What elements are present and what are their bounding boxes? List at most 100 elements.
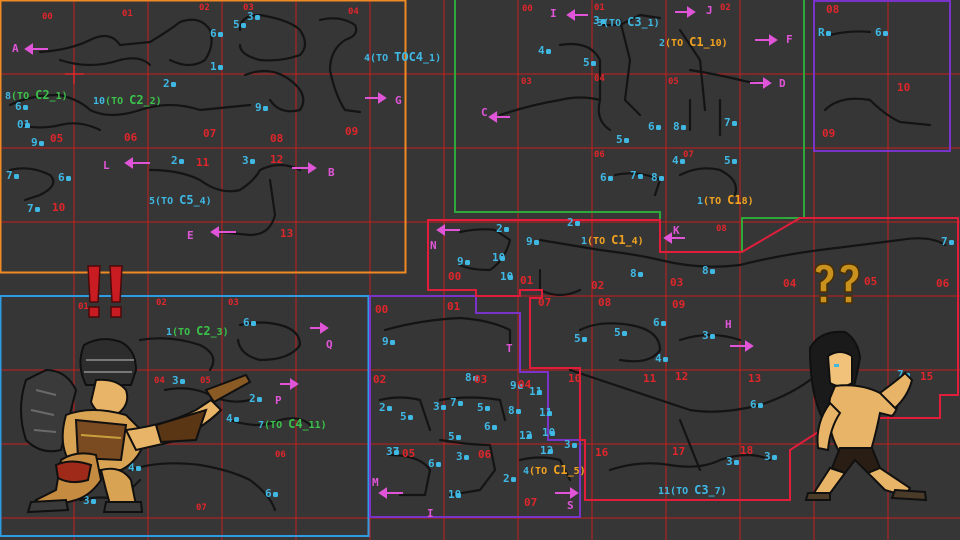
link-suffix: ) [222,327,229,338]
room-node [504,227,509,232]
link-target-zone: C3 [694,483,709,497]
link-prefix: (TO [670,486,695,497]
room-node [681,125,686,130]
cell-coordinate-label: 07 [203,127,217,140]
zone-link-label: 5(TO C5_4) [149,193,212,207]
room-number-label: 5 [233,18,240,31]
room-number-label: 4 [538,44,545,57]
link-target-zone: C1 [689,35,704,49]
exit-letter-label: I [427,507,434,520]
link-target-zone: C1 [727,193,742,207]
room-number-label: 3 [564,438,571,451]
cell-coordinate-label: 09 [345,125,359,138]
exit-letter-label: I [550,7,557,20]
link-suffix: ) [205,196,212,207]
room-number-label: 10 [500,270,514,283]
cell-coordinate-label: 04 [783,277,797,290]
room-node [179,159,184,164]
cell-coordinate-label: 00 [42,12,53,22]
room-number-label: 5 [448,430,455,443]
exit-letter-label: Q [326,338,333,351]
link-prefix: (TO [703,196,728,207]
cell-coordinate-label: 09 [822,127,836,140]
cell-coordinate-label: 15 [920,370,934,383]
zone-link-label: 11(TO C3_7) [658,483,727,497]
room-node [387,406,392,411]
cell-coordinate-label: 11 [196,156,210,169]
cell-coordinate-label: 03 [228,298,239,308]
zone-link-label: 1(TO C2_3) [166,325,229,338]
room-number-label: 5 [583,56,590,69]
cell-coordinate-label: 13 [748,372,762,385]
alert-exclamation-icon [87,265,123,318]
room-number-label: 6 [750,398,757,411]
link-target-room: _7 [708,486,721,497]
room-node [575,221,580,226]
room-node [624,138,629,143]
link-room-number: 10 [93,96,106,107]
cell-coordinate-label: 08 [716,224,727,234]
link-prefix: (TO [370,53,395,64]
room-nodes [14,15,954,504]
cell-coordinate-label: 05 [50,132,64,145]
room-number-label: 7 [630,169,637,182]
room-number-label: 5 [616,133,623,146]
room-number-label: 9 [510,379,517,392]
room-node [734,460,739,465]
cell-coordinate-label: 16 [595,446,609,459]
room-node [136,466,141,471]
room-number-label: 7 [724,116,731,129]
link-target-zone: C5 [179,193,194,207]
room-node [511,477,516,482]
cell-coordinate-label: 07 [538,296,552,309]
room-number-label: 5 [400,410,407,423]
link-target-room: _11 [302,420,321,431]
cell-coordinate-label: 07 [683,150,694,160]
zone-link-label: 4(TO TOC4_1) [364,50,442,64]
room-node [485,406,490,411]
room-number-label: 9 [526,235,533,248]
link-target-zone: C2 [35,88,50,102]
room-number-label: 7 [941,235,948,248]
room-node [255,15,260,20]
link-target-zone: C1 [611,233,626,247]
room-node [251,321,256,326]
room-number-label: 2 [496,222,503,235]
zone-link-label: 4(TO C1_5) [523,464,586,477]
room-node [518,384,523,389]
room-node [582,337,587,342]
room-number-label: 7 [6,169,13,182]
cell-coordinate-label: 10 [897,81,911,94]
room-number-label: 4 [128,461,135,474]
cell-coordinate-label: 03 [670,276,684,289]
room-node [591,61,596,66]
link-target-room: _3 [210,327,223,338]
room-node [23,105,28,110]
link-suffix: ) [653,18,660,29]
link-suffix: ) [579,466,586,477]
link-target-room: _4 [625,236,638,247]
room-number-label: 6 [428,457,435,470]
link-target-room: _1 [423,53,436,64]
cell-coordinate-label: 03 [474,373,488,386]
room-number-label: 11 [529,385,543,398]
room-number-label: 6 [265,487,272,500]
link-suffix: ) [320,420,327,431]
cell-coordinate-label: 02 [373,373,387,386]
link-target-room: _1 [49,91,62,102]
link-target-zone: C3 [627,15,642,29]
link-target-zone: TOC4 [394,50,424,64]
room-number-label: 3 [593,14,600,27]
room-number-label: 2 [249,392,256,405]
player-marker-crosshair [65,65,84,84]
cell-coordinate-label: 12 [270,153,284,166]
exit-letter-label: E [187,229,194,242]
room-node [826,31,831,36]
link-room-number: 5 [149,196,156,207]
room-node [949,240,954,245]
room-node [663,357,668,362]
room-number-label: 12 [519,429,533,442]
room-node [710,334,715,339]
cell-coordinate-label: 01 [520,274,534,287]
link-suffix: ) [435,53,442,64]
